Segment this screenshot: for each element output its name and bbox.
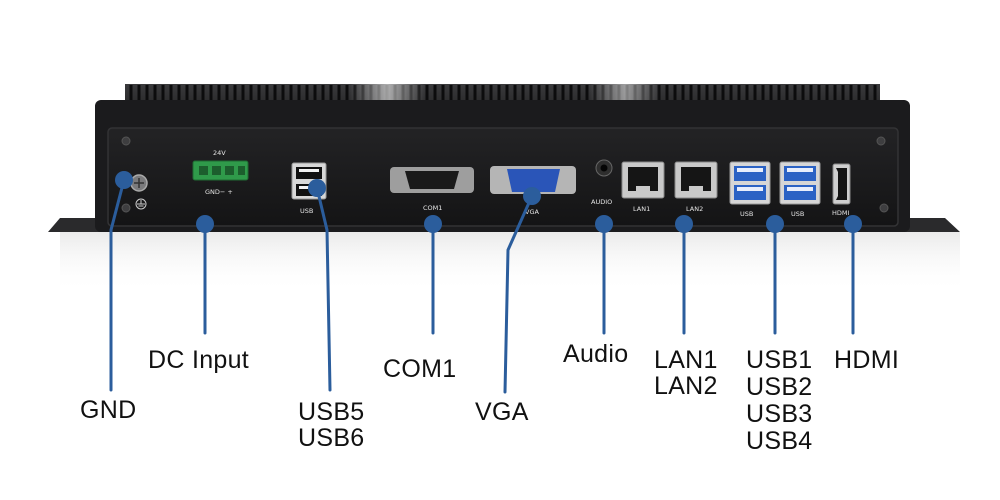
- hdmi-panel-label: HDMI: [832, 209, 850, 217]
- usb3-callout-label: USB3: [746, 400, 813, 428]
- lan2-panel-label: LAN2: [686, 205, 703, 213]
- callout-dots: [115, 171, 862, 233]
- vga-leader-line: [503, 194, 534, 394]
- usb14-callout: USB1 USB2 USB3 USB4: [746, 347, 813, 455]
- vga-dot: [523, 187, 541, 205]
- usb2-callout-label: USB2: [746, 373, 813, 401]
- usb5-callout-label: USB5: [298, 398, 365, 426]
- hdmi-dot: [844, 215, 862, 233]
- lan-dot: [675, 215, 693, 233]
- usb1-usb2-port: USB: [729, 161, 771, 218]
- dc-voltage-label: 24V: [213, 149, 226, 157]
- usb1-callout-label: USB1: [746, 346, 813, 374]
- gnd-leader-line: [109, 178, 126, 392]
- audio-callout-label: Audio: [563, 340, 629, 368]
- right-mount-flange: [895, 218, 960, 232]
- dc-input-callout-label: DC Input: [148, 346, 250, 374]
- com1-callout-label: COM1: [383, 355, 457, 383]
- lan1-panel-label: LAN1: [633, 205, 650, 213]
- left-mount-flange: [48, 218, 108, 232]
- vga-callout-label: VGA: [475, 398, 529, 426]
- panel-screws: [121, 136, 889, 213]
- dc-input-connector: 24V GND− +: [192, 149, 249, 196]
- vga-port: VGA: [490, 166, 576, 216]
- usb-b-panel-label: USB: [791, 210, 804, 218]
- hdmi-callout-label: HDMI: [834, 346, 900, 374]
- lan2-port: LAN2: [674, 161, 718, 213]
- audio-dot: [595, 215, 613, 233]
- gnd-callout: GND: [80, 397, 136, 423]
- hdmi-port: HDMI: [832, 163, 851, 217]
- gnd-callout-label: GND: [80, 396, 137, 424]
- vga-panel-label: VGA: [525, 208, 539, 216]
- usb-a-panel-label: USB: [740, 210, 753, 218]
- usb6-callout-label: USB6: [298, 424, 365, 452]
- vga-callout: VGA: [475, 399, 529, 425]
- floor-reflection: [60, 232, 960, 292]
- lan2-callout-label: LAN2: [654, 372, 718, 400]
- gnd-terminal: [130, 174, 148, 210]
- com1-callout: COM1: [383, 356, 456, 382]
- callout-leaders: [109, 178, 855, 394]
- dc-input-callout: DC Input: [148, 347, 249, 373]
- audio-panel-label: AUDIO: [591, 198, 612, 206]
- usb56-dot: [308, 179, 326, 197]
- lan1-port: LAN1: [621, 161, 665, 213]
- audio-jack: AUDIO: [591, 159, 613, 206]
- lan1-callout-label: LAN1: [654, 346, 718, 374]
- audio-callout: Audio: [563, 341, 628, 367]
- lan-callout: LAN1 LAN2: [654, 347, 718, 399]
- dc-input-dot: [196, 215, 214, 233]
- com1-panel-label: COM1: [423, 204, 442, 212]
- gnd-dot: [115, 171, 133, 189]
- usb56-callout: USB5 USB6: [298, 399, 365, 451]
- com1-dot: [424, 215, 442, 233]
- dc-pin-label: GND− +: [205, 188, 233, 196]
- usb3-usb4-port: USB: [779, 161, 821, 218]
- usb56-panel-label: USB: [300, 207, 313, 215]
- com1-port: COM1: [390, 167, 474, 212]
- usb56-leader-line: [315, 186, 332, 392]
- usb4-callout-label: USB4: [746, 427, 813, 455]
- hdmi-callout: HDMI: [834, 347, 899, 373]
- usb14-dot: [766, 215, 784, 233]
